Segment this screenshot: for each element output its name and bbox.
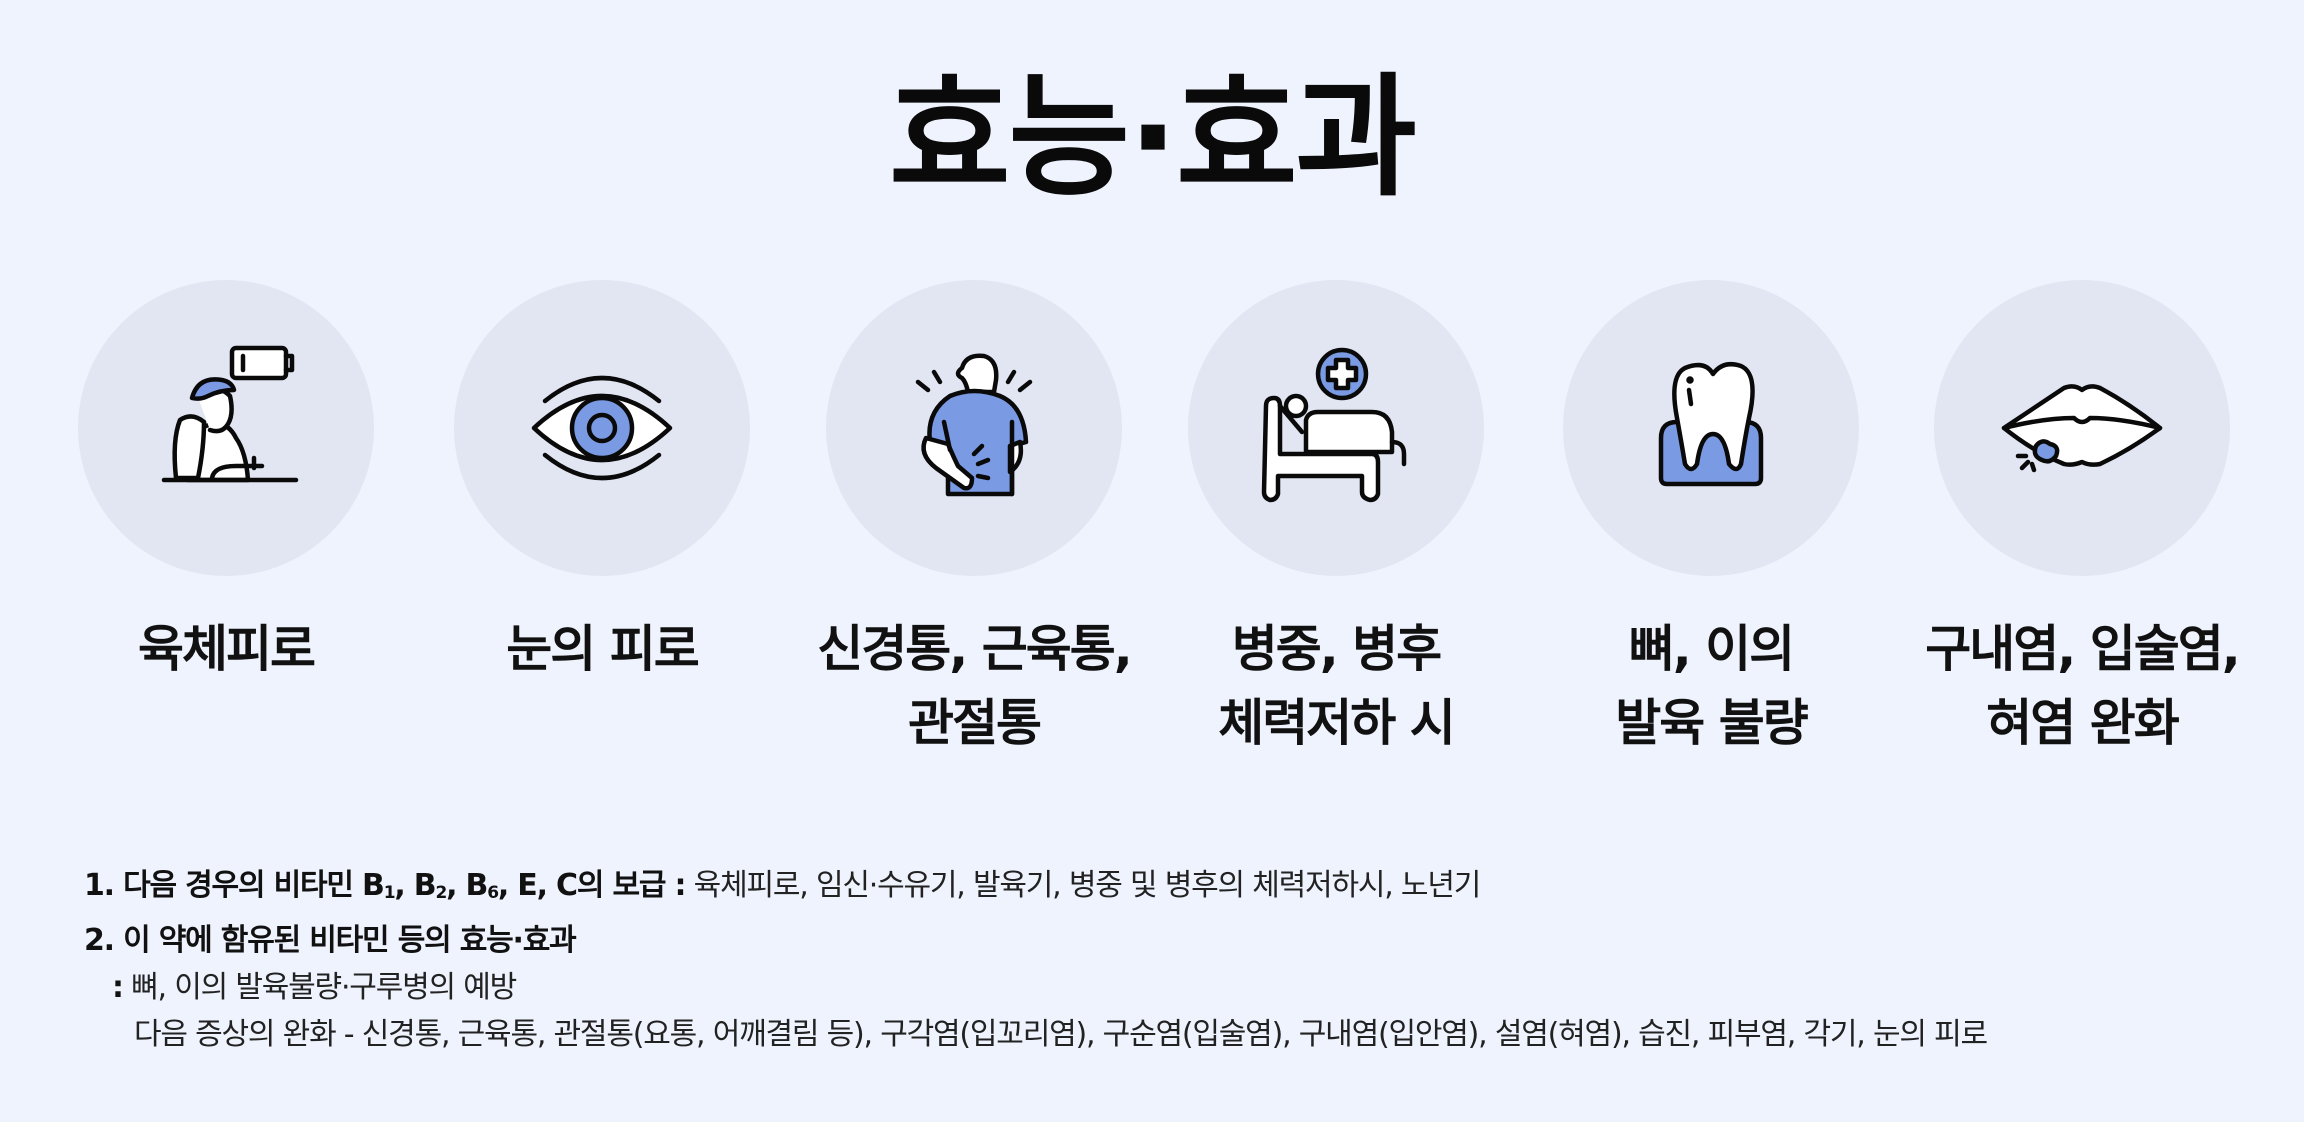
item-label: 뼈, 이의 발육 불량	[1615, 620, 1808, 752]
efficacy-item-physical-fatigue: 육체피로	[46, 280, 406, 686]
tooth-icon	[1658, 362, 1764, 487]
note-line-3: : 뼈, 이의 발육불량·구루병의 예방	[112, 970, 517, 1005]
item-label: 신경통, 근육통, 관절통	[817, 620, 1132, 752]
icon-circle	[454, 280, 750, 576]
item-label: 눈의 피로	[506, 620, 699, 678]
icon-circle	[78, 280, 374, 576]
eye-icon	[531, 375, 673, 481]
icon-circle	[1934, 280, 2230, 576]
note-line-1: 1. 다음 경우의 비타민 B1, B2, B6, E, C의 보급 : 육체피…	[84, 862, 2234, 917]
efficacy-item-neuralgia: 신경통, 근육통, 관절통	[794, 280, 1154, 760]
tired-person-battery-icon	[161, 345, 299, 483]
hospital-bed-icon	[1261, 347, 1407, 503]
note-3-text: 뼈, 이의 발육불량·구루병의 예방	[122, 970, 517, 1005]
efficacy-item-eye-fatigue: 눈의 피로	[422, 280, 782, 686]
icon-circle	[826, 280, 1122, 576]
note-1-text: 육체피로, 임신·수유기, 발육기, 병중 및 병후의 체력저하시, 노년기	[685, 868, 1482, 903]
efficacy-item-stomatitis: 구내염, 입술염, 혀염 완화	[1902, 280, 2262, 760]
item-label: 병중, 병후 체력저하 시	[1218, 620, 1455, 752]
efficacy-item-post-illness: 병중, 병후 체력저하 시	[1156, 280, 1516, 760]
item-label: 구내염, 입술염, 혀염 완화	[1925, 620, 2240, 752]
item-label: 육체피로	[138, 620, 316, 678]
efficacy-items: 육체피로 눈의 피로	[0, 280, 2304, 760]
lips-sore-icon	[2001, 384, 2163, 473]
note-line-2: 2. 이 약에 함유된 비타민 등의 효능·효과	[84, 917, 2234, 964]
note-2-heading: 2. 이 약에 함유된 비타민 등의 효능·효과	[84, 923, 577, 958]
icon-circle	[1188, 280, 1484, 576]
note-1-heading: 1. 다음 경우의 비타민 B1, B2, B6, E, C의 보급 :	[84, 868, 687, 903]
efficacy-notes: 1. 다음 경우의 비타민 B1, B2, B6, E, C의 보급 : 육체피…	[84, 862, 2234, 1058]
efficacy-item-bone-teeth: 뼈, 이의 발육 불량	[1531, 280, 1891, 760]
icon-circle	[1563, 280, 1859, 576]
note-line-4: 다음 증상의 완화 - 신경통, 근육통, 관절통(요통, 어깨결림 등), 구…	[134, 1017, 1988, 1052]
page-title: 효능·효과	[889, 61, 1417, 215]
back-pain-icon	[915, 353, 1033, 497]
